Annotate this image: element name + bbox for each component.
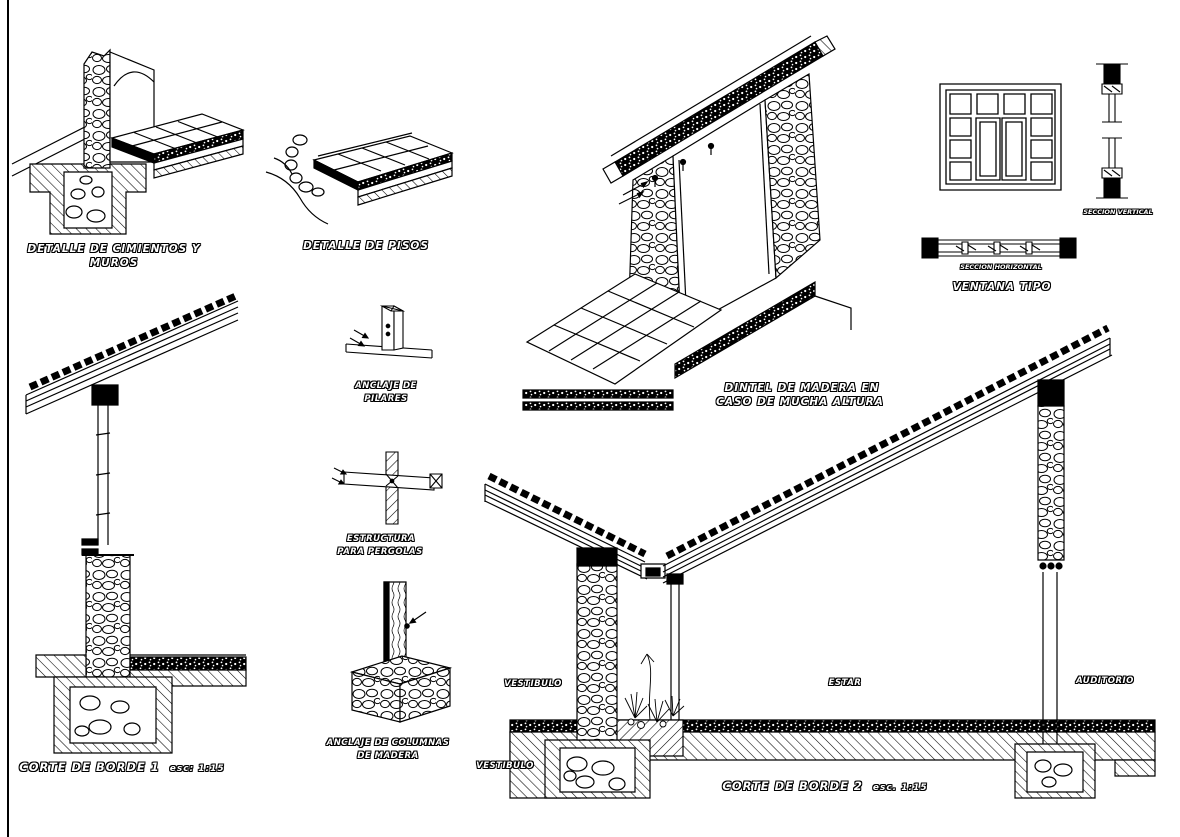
caption-ventana-tipo: VENTANA TIPO <box>952 281 1052 293</box>
window-vertical-section-drawing <box>1090 60 1134 210</box>
caption-corte-borde-1: CORTE DE BORDE 1 esc: 1:15 <box>19 760 225 774</box>
wood-lintel-detail-drawing <box>515 12 917 420</box>
room-label-vestibulo-2: VESTIBULO <box>476 761 534 771</box>
caption-dintel-line2: CASO DE MUCHA ALTURA <box>716 396 884 408</box>
edge-section-2-drawing <box>465 320 1180 832</box>
caption-detalle-cimientos-line1: DETALLE DE CIMIENTOS Y <box>27 243 201 255</box>
room-label-auditorio: AUDITORIO <box>1076 676 1134 686</box>
caption-anclaje-columnas-line1: ANCLAJE DE COLUMNAS <box>326 738 450 748</box>
edge-section-1-drawing <box>8 283 248 778</box>
pillar-anchor-detail-drawing <box>330 296 450 384</box>
room-label-estar: ESTAR <box>828 678 862 688</box>
floor-detail-drawing <box>262 120 454 238</box>
caption-anclaje-pilares-line2: PILARES <box>364 394 408 404</box>
window-horizontal-section-drawing <box>920 236 1080 262</box>
caption-anclaje-columnas-line2: DE MADERA <box>357 751 419 761</box>
caption-anclaje-pilares-line1: ANCLAJE DE <box>355 381 417 391</box>
window-elevation-drawing <box>938 82 1064 194</box>
caption-detalle-cimientos-line2: MUROS <box>89 257 139 269</box>
caption-estructura-pergolas-line1: ESTRUCTURA <box>346 534 416 544</box>
caption-corte-borde-2: CORTE DE BORDE 2 esc. 1:15 <box>722 779 928 793</box>
sheet-border-line <box>7 0 9 837</box>
foundation-wall-detail-drawing <box>8 42 243 247</box>
pergola-structure-detail-drawing <box>330 438 450 538</box>
caption-seccion-vertical: SECCION VERTICAL <box>1083 208 1153 216</box>
room-label-vestibulo: VESTIBULO <box>504 679 562 689</box>
caption-dintel-line1: DINTEL DE MADERA EN <box>724 382 880 394</box>
caption-estructura-pergolas-line2: PARA PERGOLAS <box>337 547 423 557</box>
wood-column-anchor-detail-drawing <box>324 578 469 730</box>
caption-seccion-horizontal: SECCION HORIZONTAL <box>960 263 1042 271</box>
caption-detalle-pisos: DETALLE DE PISOS <box>303 240 429 252</box>
